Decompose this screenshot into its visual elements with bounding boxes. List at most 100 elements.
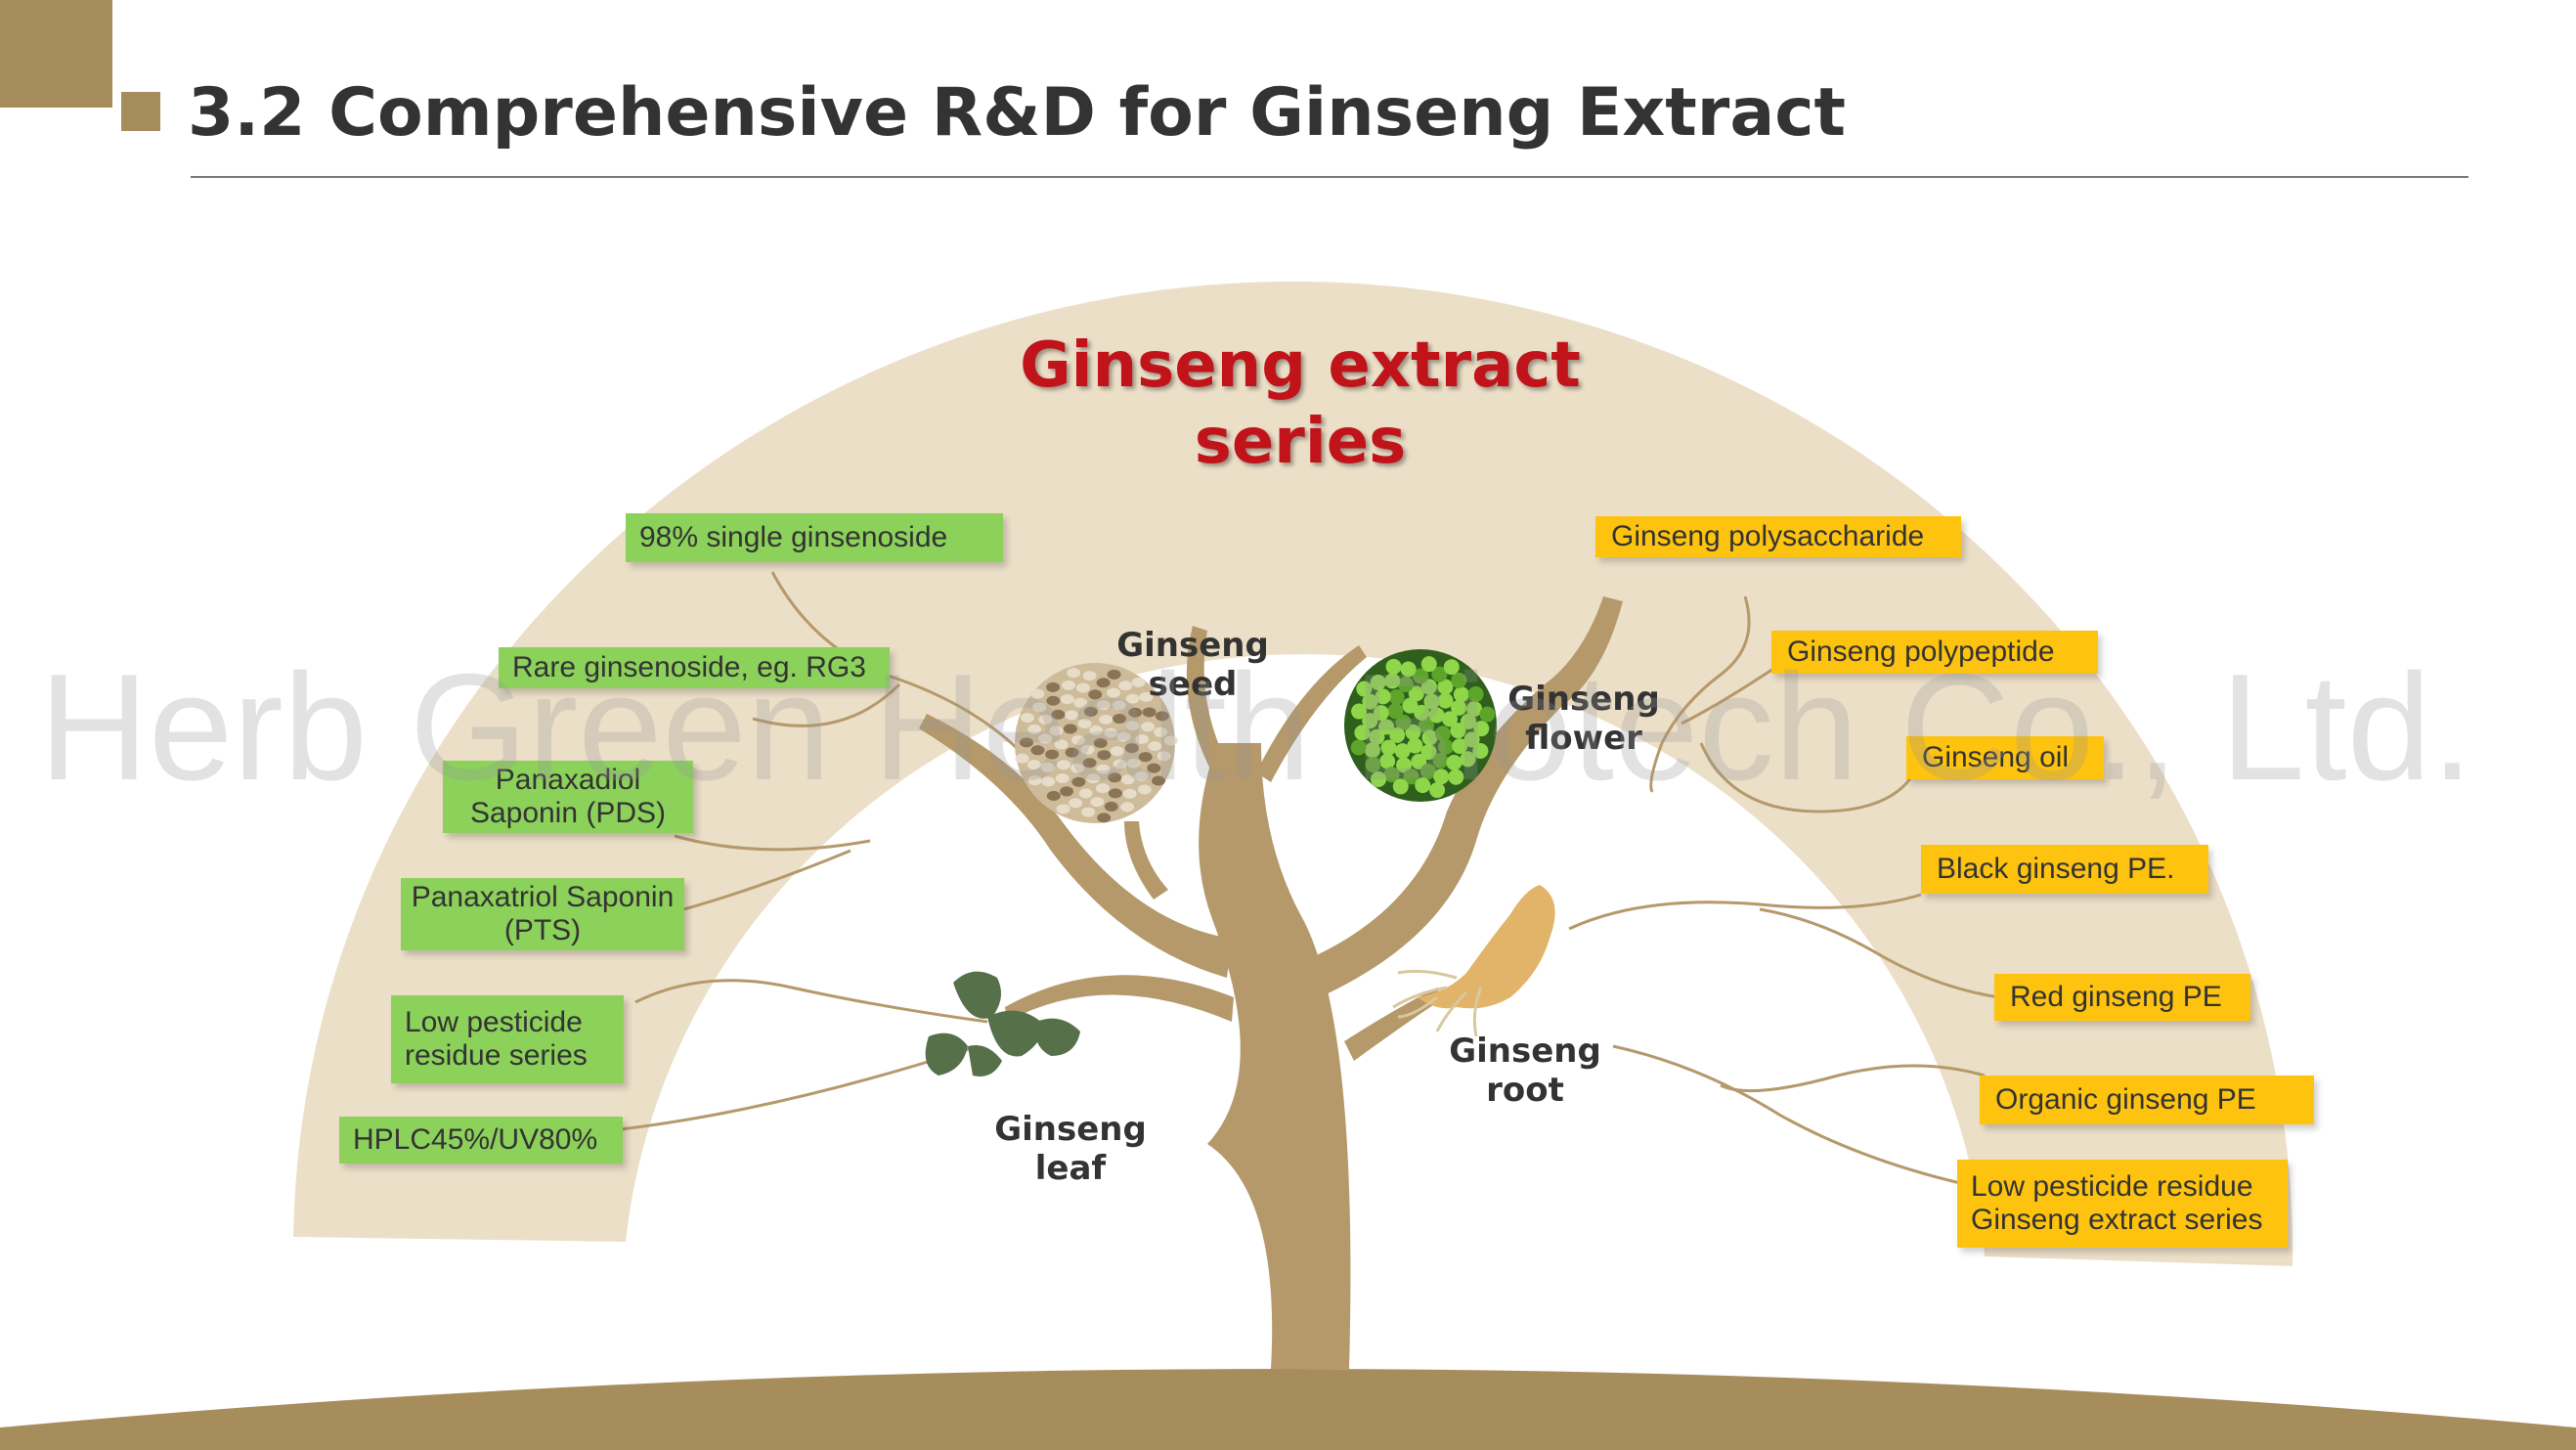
- seed-grain: [1060, 694, 1074, 705]
- label-line: leaf: [1034, 1149, 1107, 1188]
- seed-grain: [1138, 752, 1153, 763]
- flower-bud: [1373, 705, 1389, 722]
- flower-bud: [1460, 751, 1476, 768]
- flower-bud: [1452, 738, 1468, 755]
- title-bullet-square: [121, 92, 160, 131]
- tree-branch-flower: [1256, 645, 1367, 782]
- flower-bud: [1389, 726, 1406, 743]
- flower-bud: [1364, 742, 1380, 759]
- flower-bud: [1423, 693, 1440, 710]
- ginseng-seed-image: [1015, 663, 1178, 823]
- seed-grain: [1137, 784, 1152, 795]
- flower-bud: [1403, 769, 1419, 785]
- flower-bud: [1473, 721, 1490, 737]
- flower-bud: [1362, 713, 1378, 729]
- seed-grain: [1110, 746, 1124, 757]
- flower-bud: [1460, 713, 1476, 729]
- flower-bud: [1365, 757, 1381, 773]
- seed-grain: [1046, 695, 1061, 706]
- product-label: Panaxadiol Saponin (PDS): [469, 764, 667, 829]
- flower-bud: [1467, 685, 1484, 702]
- product-label: Red ginseng PE: [2010, 981, 2222, 1013]
- flower-bud: [1431, 666, 1448, 682]
- seed-grain: [1118, 681, 1133, 691]
- flower-bud: [1420, 744, 1437, 761]
- flower-bud: [1448, 769, 1464, 785]
- seed-grain: [1139, 691, 1154, 702]
- seed-grain: [1041, 776, 1056, 787]
- seed-grain: [1070, 763, 1084, 773]
- seed-grain: [1070, 734, 1085, 745]
- seed-grain: [1124, 743, 1139, 754]
- flower-bud: [1402, 697, 1419, 714]
- seed-grain: [1040, 762, 1055, 772]
- seed-grain: [1049, 725, 1064, 736]
- seed-grain: [1113, 759, 1127, 769]
- ginseng-leaf-image: [925, 971, 1080, 1077]
- seed-grain: [1142, 707, 1157, 718]
- seed-grain: [1055, 772, 1070, 783]
- seed-grain: [1063, 724, 1077, 734]
- label-line: root: [1486, 1071, 1564, 1110]
- flower-bud: [1450, 723, 1466, 739]
- flower-bud: [1397, 676, 1414, 692]
- flower-bud: [1408, 685, 1424, 702]
- product-box-ginseng-oil: Ginseng oil: [1906, 736, 2104, 779]
- seed-grain: [1046, 790, 1061, 801]
- tree-branch-stub: [1124, 821, 1168, 900]
- ground: [0, 1369, 2576, 1450]
- product-label: HPLC45%/UV80%: [353, 1123, 598, 1156]
- seed-grain: [1071, 776, 1086, 787]
- page-title: 3.2 Comprehensive R&D for Ginseng Extrac…: [188, 74, 1847, 152]
- flower-bud: [1350, 739, 1367, 756]
- tree: [919, 596, 1623, 1369]
- flower-bud: [1442, 711, 1459, 727]
- product-label: Ginseng polypeptide: [1787, 636, 2055, 668]
- flower-bud: [1362, 693, 1378, 710]
- seed-grain: [1104, 801, 1118, 812]
- flower-bud: [1434, 725, 1451, 742]
- flower-bud: [1407, 737, 1423, 754]
- flower-bud: [1387, 703, 1404, 720]
- seed-grain: [1163, 735, 1178, 746]
- seed-grain: [1045, 749, 1060, 760]
- product-label: Low pesticide residue Ginseng extract se…: [1971, 1170, 2263, 1236]
- seed-grain: [1030, 688, 1045, 699]
- right-connectors: [1568, 595, 2000, 1185]
- seed-grain: [1073, 697, 1088, 708]
- product-label: Panaxatriol Saponin (PTS): [411, 881, 675, 946]
- flower-bud: [1420, 764, 1437, 780]
- product-box-polypeptide: Ginseng polypeptide: [1771, 631, 2098, 674]
- seed-grain: [1080, 744, 1095, 755]
- product-box-polysaccharide: Ginseng polysaccharide: [1595, 516, 1961, 557]
- flower-bud: [1446, 754, 1463, 770]
- product-box-pts: Panaxatriol Saponin (PTS): [401, 878, 684, 950]
- seed-grain: [1141, 722, 1156, 732]
- flower-bud: [1384, 673, 1401, 689]
- label-line: Ginseng: [1449, 1032, 1601, 1071]
- seed-grain: [1096, 764, 1111, 774]
- flower-bud: [1411, 753, 1427, 769]
- seed-grain: [1088, 689, 1103, 700]
- flower-bud: [1437, 692, 1454, 709]
- series-title: Ginseng extract series: [1007, 328, 1594, 480]
- label-ginseng-leaf: Ginseng leaf: [992, 1110, 1149, 1188]
- tree-trunk: [1199, 743, 1351, 1369]
- seed-grain: [1086, 773, 1101, 784]
- product-box-rare-ginsenoside: Rare ginsenoside, eg. RG3: [499, 647, 890, 688]
- product-box-low-pesticide-left: Low pesticide residue series: [391, 995, 624, 1083]
- product-box-black-ginseng: Black ginseng PE.: [1921, 845, 2208, 894]
- seed-grain: [1099, 714, 1113, 725]
- corner-brand-block: [0, 0, 112, 108]
- seed-grain: [1082, 758, 1097, 769]
- flower-bud: [1400, 661, 1417, 678]
- seed-grain: [1148, 741, 1162, 752]
- seed-grain: [1027, 724, 1042, 734]
- label-line: flower: [1525, 719, 1642, 758]
- flower-bud: [1380, 739, 1397, 756]
- flower-bud: [1396, 757, 1413, 773]
- flower-bud: [1370, 675, 1386, 691]
- seed-grain: [1095, 783, 1110, 794]
- flower-bud: [1413, 668, 1429, 684]
- flower-bud: [1371, 770, 1387, 787]
